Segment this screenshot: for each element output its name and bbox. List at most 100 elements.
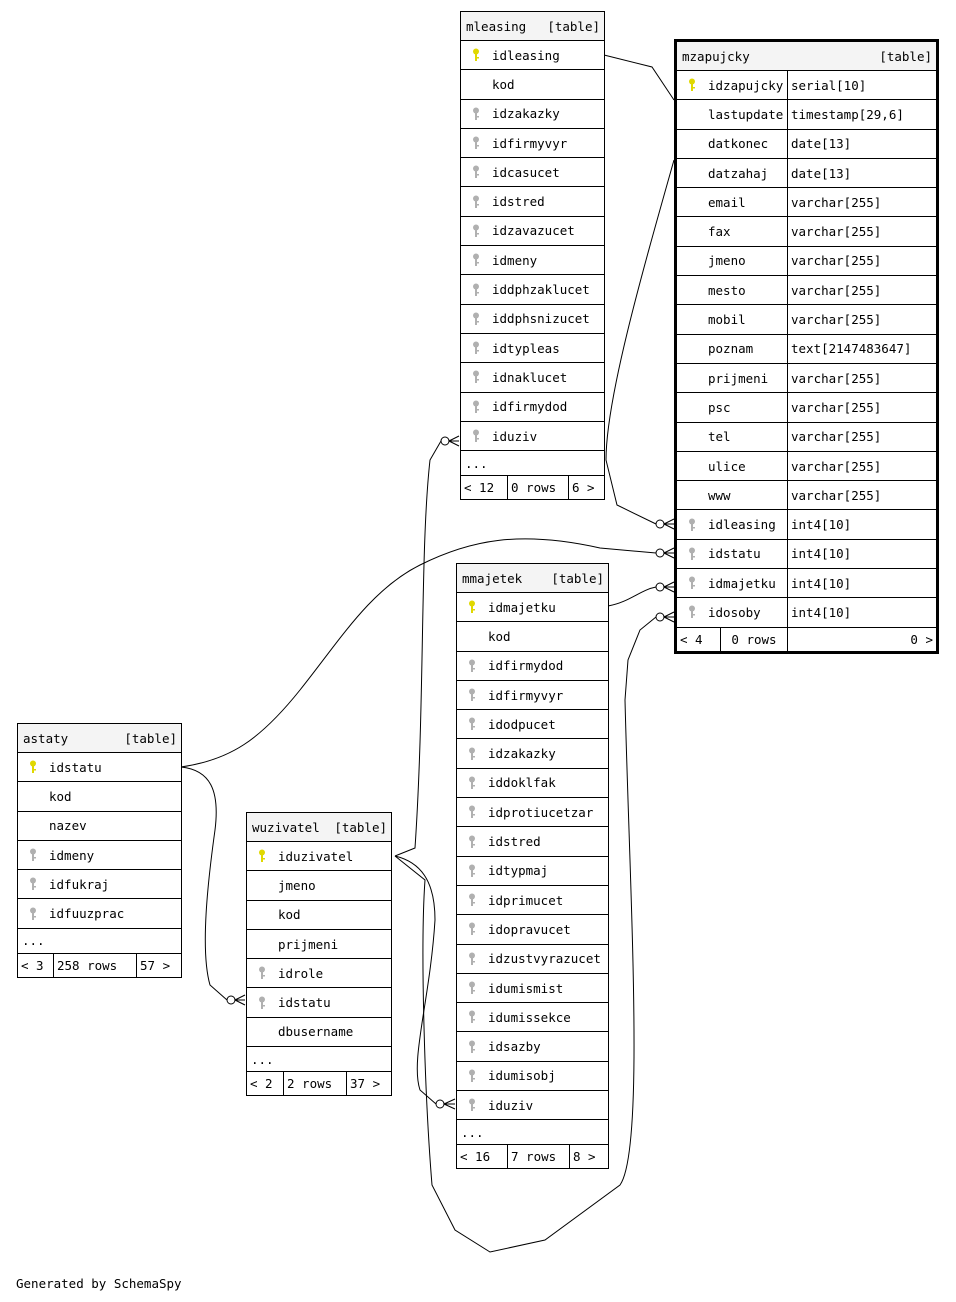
foreign-key-icon (465, 835, 479, 849)
table-header[interactable]: mmajetek[table] (457, 564, 608, 593)
column-name: email (708, 194, 746, 210)
column-row[interactable]: iduziv (457, 1091, 608, 1121)
edge-astaty-wuzivatel-idstatu (180, 766, 228, 1001)
parents-count[interactable]: < 2 (250, 1076, 273, 1092)
column-row[interactable]: jmeno (247, 871, 391, 901)
column-row[interactable]: idstatu (247, 988, 391, 1018)
column-type: varchar[255] (787, 188, 936, 217)
column-row[interactable]: dbusername (247, 1018, 391, 1048)
column-row[interactable]: idmeny (461, 246, 604, 276)
column-row[interactable]: idtypleas (461, 334, 604, 364)
parents-count[interactable]: < 16 (460, 1149, 491, 1165)
column-row[interactable]: iduzivatel (247, 842, 391, 872)
parents-count[interactable]: < 12 (464, 480, 495, 496)
column-row[interactable]: kod (18, 782, 181, 812)
column-row[interactable]: idstred (457, 827, 608, 857)
column-row[interactable]: idprimucet (457, 886, 608, 916)
column-type: varchar[255] (787, 276, 936, 305)
column-row[interactable]: idleasing (461, 41, 604, 71)
column-row[interactable]: idzustvyrazucet (457, 945, 608, 974)
column-name: idtypleas (492, 340, 560, 356)
column-row[interactable]: idfirmydod (461, 393, 604, 422)
column-row[interactable]: idfirmyvyr (457, 681, 608, 711)
column-row[interactable]: idodpucet (457, 710, 608, 740)
column-row[interactable]: idfirmyvyr (461, 129, 604, 159)
column-row[interactable]: idtypmaj (457, 857, 608, 886)
more-columns[interactable]: ... (457, 1120, 608, 1146)
foreign-key-icon (685, 605, 699, 619)
column-row[interactable]: idsazby (457, 1032, 608, 1062)
column-row[interactable]: idfuuzprac (18, 899, 181, 929)
column-row[interactable]: idprotiucetzar (457, 798, 608, 828)
column-name: idfukraj (49, 876, 110, 892)
column-row[interactable]: iddphsnizucet (461, 305, 604, 334)
column-row[interactable]: idmeny (18, 841, 181, 871)
children-count[interactable]: 0 > (787, 627, 936, 651)
column-type: varchar[255] (787, 422, 936, 451)
more-columns[interactable]: ... (247, 1047, 391, 1073)
parents-count[interactable]: < 4 (680, 631, 703, 647)
table-header[interactable]: mzapujcky[table] (677, 42, 936, 71)
children-count[interactable]: 57 > (136, 953, 181, 977)
column-row[interactable]: idzavazucet (461, 217, 604, 247)
parents-count[interactable]: < 3 (21, 957, 44, 973)
column-name: iduzivatel (278, 848, 354, 864)
table-header[interactable]: astaty[table] (18, 724, 181, 753)
children-count[interactable]: 37 > (346, 1072, 391, 1096)
column-name: datzahaj (708, 165, 769, 181)
column-row[interactable]: idumisobj (457, 1062, 608, 1092)
column-row[interactable]: kod (457, 622, 608, 652)
column-row[interactable]: idfukraj (18, 870, 181, 900)
column-row[interactable]: nazev (18, 812, 181, 841)
column-row[interactable]: idumissekce (457, 1003, 608, 1033)
column-row[interactable]: email varchar[255] (677, 188, 936, 218)
column-row[interactable]: idnaklucet (461, 363, 604, 393)
column-row[interactable]: idstatu (18, 753, 181, 783)
column-row[interactable]: idfirmydod (457, 652, 608, 681)
column-row[interactable]: kod (247, 901, 391, 930)
column-row[interactable]: kod (461, 70, 604, 100)
column-row[interactable]: iddoklfak (457, 769, 608, 799)
column-row[interactable]: idumismist (457, 974, 608, 1004)
column-row[interactable]: idcasucet (461, 158, 604, 188)
column-row[interactable]: idopravucet (457, 915, 608, 945)
children-count[interactable]: 8 > (569, 1145, 608, 1169)
column-row[interactable]: prijmeni (247, 930, 391, 960)
table-header[interactable]: wuzivatel[table] (247, 813, 391, 842)
children-count[interactable]: 6 > (568, 476, 604, 500)
column-row[interactable]: idzakazky (461, 100, 604, 129)
column-row[interactable]: idmajetku (457, 593, 608, 623)
more-columns[interactable]: ... (461, 451, 604, 477)
column-row[interactable]: idrole (247, 959, 391, 989)
column-row[interactable]: idzakazky (457, 739, 608, 769)
column-row[interactable]: iduziv (461, 422, 604, 452)
column-row[interactable]: idstred (461, 187, 604, 217)
more-columns[interactable]: ... (18, 929, 181, 954)
column-row[interactable]: iddphzaklucet (461, 275, 604, 305)
foreign-key-icon (465, 1098, 479, 1112)
table-header[interactable]: mleasing[table] (461, 12, 604, 41)
